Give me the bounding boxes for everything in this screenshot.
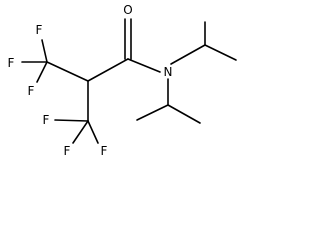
bond-cf3-top-to-f3 [36, 61, 48, 83]
bond-cf3-top-to-ch [46, 61, 89, 82]
bond-isopropyl-2-methyl-b [167, 104, 201, 124]
atom-f-top-1: F [36, 23, 43, 37]
atom-f-bottom-1: F [43, 113, 50, 127]
bond-cf3-bottom-to-f1 [54, 119, 89, 122]
bond-cf3-bottom-to-f2 [72, 120, 89, 144]
atom-f-top-3: F [28, 84, 35, 98]
atom-f-bottom-2: F [64, 144, 71, 158]
bond-cf3-top-to-f1 [41, 39, 48, 63]
atom-f-bottom-3: F [101, 144, 108, 158]
bond-isopropyl-2-methyl-a [136, 104, 169, 121]
bond-ch-to-carbonyl-carbon [87, 58, 129, 82]
bond-isopropyl-1-methyl-b [204, 44, 237, 61]
atom-amide-nitrogen: N [164, 65, 173, 79]
chemical-structure-diagram: F F F F F F O N [8, 3, 237, 158]
bond-nitrogen-to-isopropyl-1 [170, 44, 206, 65]
bond-carbonyl-carbon-to-nitrogen [127, 58, 161, 73]
atom-f-top-2: F [8, 56, 15, 70]
atom-carbonyl-oxygen: O [123, 3, 132, 17]
bond-cf3-bottom-to-f3 [87, 120, 99, 144]
